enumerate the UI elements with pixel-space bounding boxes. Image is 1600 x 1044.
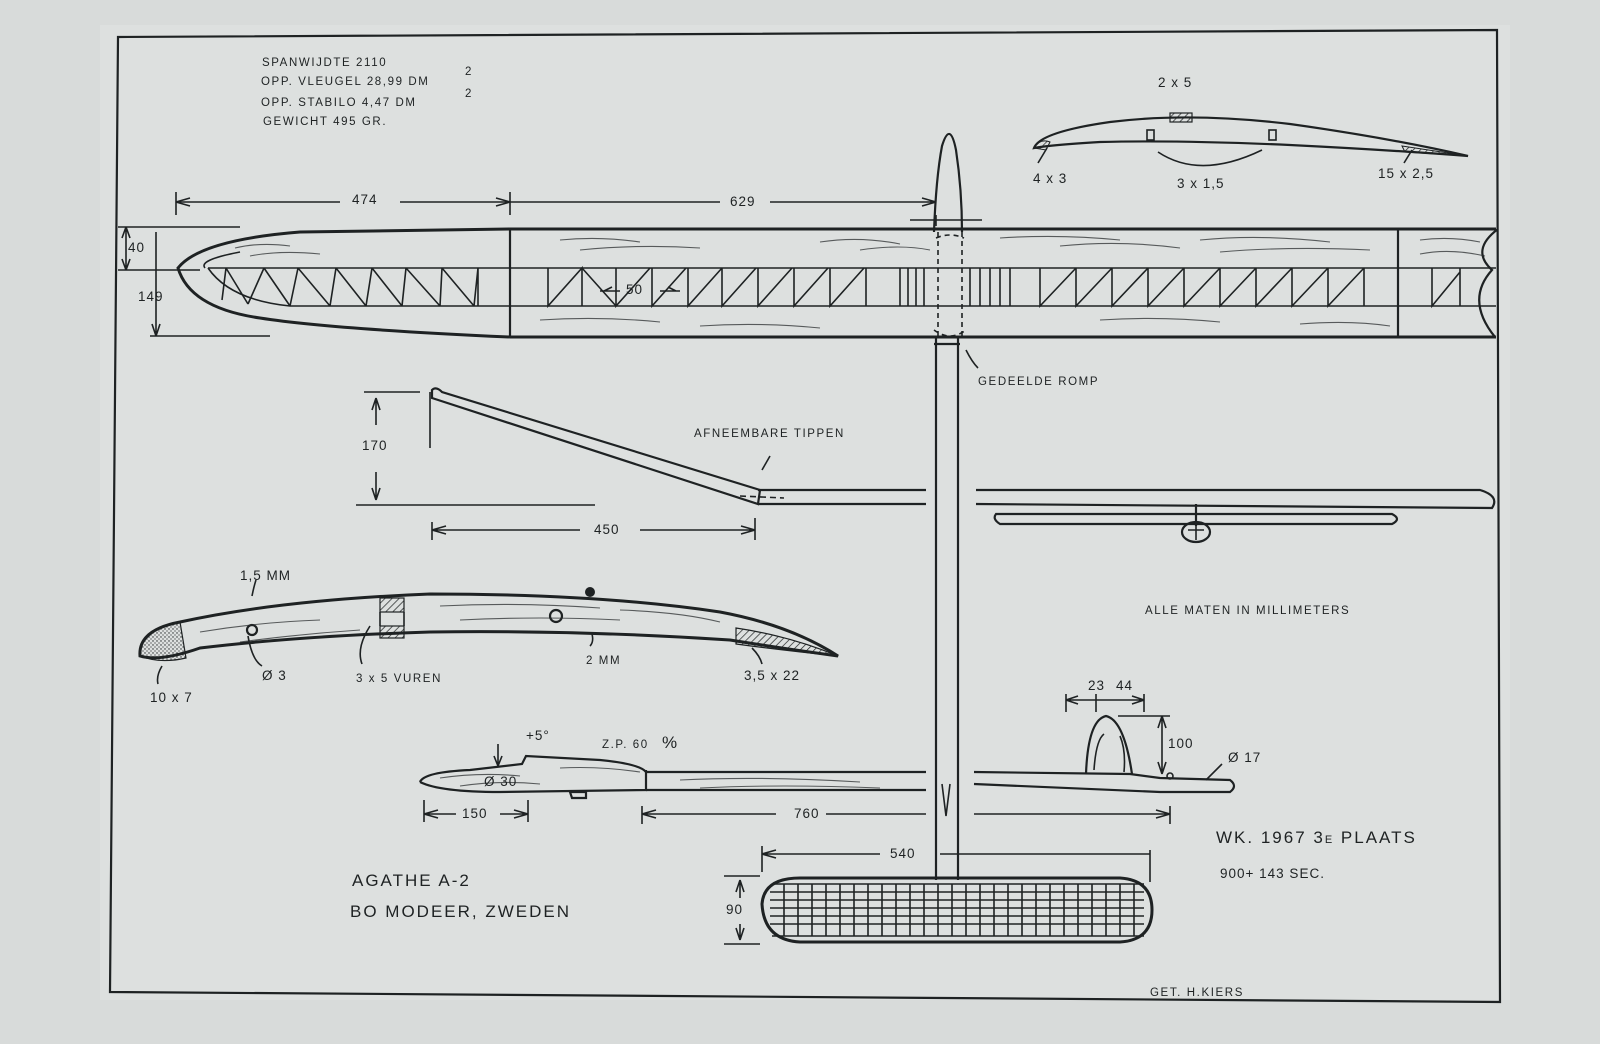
stab-planform: 540 90 [724,846,1154,945]
stab-spar-top-label: 2 x 5 [1158,75,1192,90]
side-view: +5° Z.P. 60 % Ø 30 150 760 23 44 100 Ø 1… [418,678,1261,824]
result-line1-b: PLAATS [1334,828,1417,847]
ws-ribs-label: 2 MM [586,655,621,667]
sv-nose-hole: Ø 30 [484,774,517,789]
dim-fin-b: 44 [1116,678,1133,693]
ws-te-label: 3,5 x 22 [744,668,800,683]
ws-le-label: 10 x 7 [150,690,193,705]
dim-fin-a: 23 [1088,678,1105,693]
wing-dimensions: 474 629 40 149 50 [118,192,982,337]
sv-cg-percent: % [662,733,679,752]
spec-wing-area: OPP. VLEUGEL 28,99 DM [261,76,429,88]
fuselage-note: GEDEELDE ROMP [978,376,1099,388]
sv-cg: Z.P. 60 [602,739,649,751]
front-view: AFNEEMBARE TIPPEN 170 450 [356,387,1496,544]
dim-fin-height: 100 [1168,736,1194,751]
spec-stab-area-exp: 2 [465,88,473,100]
spec-block: SPANWIJDTE 2110 OPP. VLEUGEL 28,99 DM 2 … [261,57,473,128]
stab-section-drawing: 2 x 5 4 x 3 3 x 1,5 15 x 2,5 [1032,75,1469,191]
result-line1-sub: E [1325,834,1334,846]
fuselage: GEDEELDE ROMP [932,132,1099,880]
stab-le-label: 4 x 3 [1033,171,1067,186]
spec-wing-area-exp: 2 [465,66,473,78]
spec-weight: GEWICHT 495 GR. [263,116,387,128]
result-line1-a: WK. 1967 3 [1216,828,1325,847]
dim-tip-length: 450 [594,522,620,537]
model-name: AGATHE A-2 [352,871,471,890]
dim-nose: 150 [462,806,488,821]
spec-stab-area: OPP. STABILO 4,47 DM [261,97,417,109]
ws-hole-label: Ø 3 [262,668,287,683]
ws-sheeting-label: 1,5 MM [240,568,291,583]
dim-dihedral: 170 [362,438,388,453]
dim-inner-span: 629 [730,194,756,209]
units-note: ALLE MATEN IN MILLIMETERS [1145,605,1350,617]
drawing-border [108,28,1502,1004]
wing-planform [176,227,1499,339]
ws-spar-label: 3 x 5 VUREN [356,673,442,685]
designer: BO MODEER, ZWEDEN [350,902,571,921]
drawn-by: GET. H.KIERS [1150,987,1244,999]
note-removable-tips: AFNEEMBARE TIPPEN [694,428,845,440]
result-line1: WK. 1967 3E PLAATS [1216,828,1417,847]
dim-tip-chord: 40 [128,240,145,255]
dim-rib-spacing: 50 [626,282,643,297]
spec-span: SPANWIJDTE 2110 [262,57,387,69]
dim-tail: 760 [794,806,820,821]
dim-tip-span: 474 [352,192,378,207]
dim-stab-span: 540 [890,846,916,861]
dim-stab-chord: 90 [726,902,743,917]
result-block: WK. 1967 3E PLAATS 900+ 143 SEC. [1216,828,1417,881]
result-line2: 900+ 143 SEC. [1220,866,1325,881]
sv-incidence: +5° [526,728,550,743]
paper-inner-tone [100,25,1510,1000]
stab-spars-label: 3 x 1,5 [1177,176,1225,191]
stab-te-label: 15 x 2,5 [1378,166,1434,181]
dim-root-chord: 149 [138,289,164,304]
dim-tail-hole: Ø 17 [1228,750,1261,765]
wing-section-drawing: 1,5 MM 10 x 7 Ø 3 3 x 5 VUREN 2 MM 3,5 x… [138,568,839,705]
